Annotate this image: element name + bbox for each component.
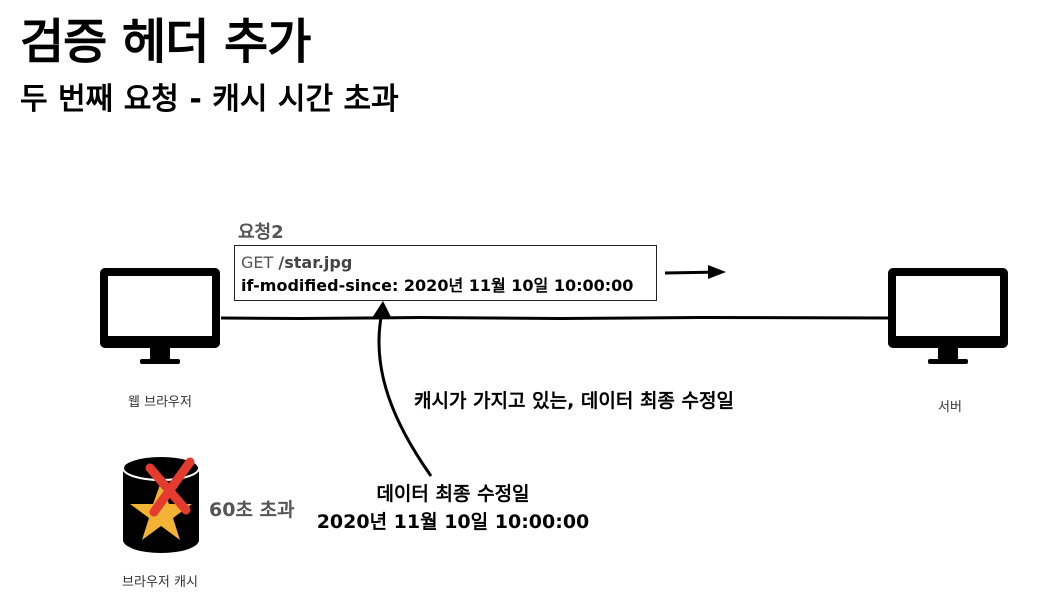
network-line (220, 315, 890, 321)
server-monitor-icon (888, 268, 1008, 364)
x-mark-icon (145, 457, 195, 517)
request-header-line: if-modified-since: 2020년 11월 10일 10:00:0… (241, 276, 634, 295)
page-subtitle: 두 번째 요청 - 캐시 시간 초과 (20, 82, 399, 117)
request-box: GET /star.jpg if-modified-since: 2020년 1… (234, 245, 657, 301)
client-label: 웹 브라우저 (128, 395, 192, 410)
cylinder-icon (122, 455, 200, 553)
server-label: 서버 (938, 400, 962, 415)
arrow-icon (664, 265, 726, 279)
request-line: GET /star.jpg (241, 251, 650, 275)
request-method: GET (241, 253, 274, 272)
cache-label: 브라우저 캐시 (122, 575, 198, 590)
page-title: 검증 헤더 추가 (20, 14, 311, 70)
request-label: 요청2 (238, 222, 284, 243)
cache-data-info: 데이터 최종 수정일 2020년 11월 10일 10:00:00 (300, 480, 606, 536)
cache-data-value: 2020년 11월 10일 10:00:00 (316, 511, 590, 533)
upward-arrow-icon (372, 301, 433, 477)
cache-data-title: 데이터 최종 수정일 (376, 483, 530, 505)
cache-data-annotation: 캐시가 가지고 있는, 데이터 최종 수정일 (414, 390, 734, 412)
cache-expired-status: 60초 초과 (209, 499, 295, 521)
request-path: /star.jpg (278, 253, 353, 272)
monitor-icon (100, 268, 220, 364)
star-icon (130, 482, 192, 540)
